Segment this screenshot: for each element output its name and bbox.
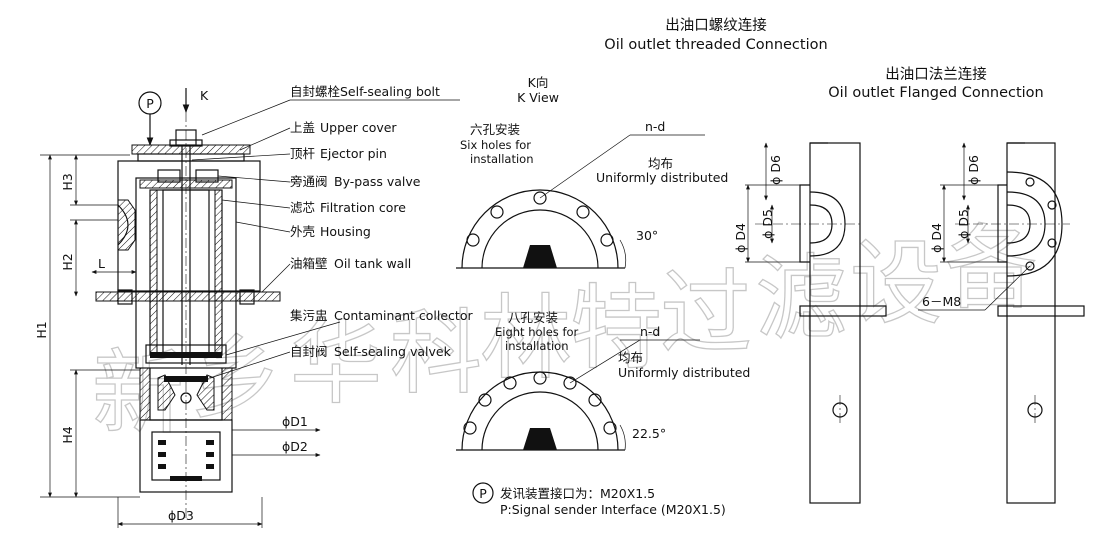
dim-d2: ϕD2 (282, 439, 308, 454)
callout-en: By-pass valve (334, 174, 421, 189)
callout-en: Oil tank wall (334, 256, 411, 271)
filter-section-view: P K H1 H3 H2 H4 L ϕD1 ϕD2 (34, 88, 321, 528)
callout-en: Filtration core (320, 200, 406, 215)
six-holes-angle: 30° (636, 228, 658, 243)
flanged-dim-d6: ϕ D6 (966, 155, 981, 185)
callout-cn: 上盖 (290, 120, 315, 135)
k-arrow-label: K (200, 88, 209, 103)
callout-en: Upper cover (320, 120, 397, 135)
signal-note-symbol: P (479, 486, 487, 501)
callout-cn: 旁通阀 (290, 174, 328, 189)
flanged-dim-m8: 6－M8 (922, 294, 961, 309)
signal-note-en: P:Signal sender Interface (M20X1.5) (500, 502, 726, 517)
threaded-dim-d6: ϕ D6 (768, 155, 783, 185)
component-callouts: 自封螺栓 Self-sealing bolt 上盖 Upper cover 顶杆… (191, 84, 473, 379)
eight-holes-cn: 八孔安装 (508, 310, 558, 325)
eight-holes-uni-cn: 均布 (618, 350, 643, 365)
spring-coils (158, 440, 214, 481)
dimensions: H1 H3 H2 H4 L ϕD1 ϕD2 ϕD3 (34, 154, 321, 528)
threaded-connection-view: 出油口螺纹连接 Oil outlet threaded Connection ϕ… (604, 17, 887, 504)
threaded-title-cn: 出油口螺纹连接 (665, 17, 767, 34)
callout-cn: 外壳 (290, 224, 315, 239)
dim-h2: H2 (60, 253, 75, 270)
flanged-dim-d4: ϕ D4 (929, 223, 944, 253)
signal-note-cn: 发讯装置接口为：M20X1.5 (500, 486, 655, 501)
eight-holes-angle: 22.5° (632, 426, 666, 441)
signal-port-letter: P (146, 96, 154, 111)
eight-holes-en1: Eight holes for (495, 325, 579, 339)
callout-en: Self-sealing bolt (340, 84, 440, 99)
dim-d3: ϕD3 (168, 508, 194, 523)
threaded-dim-d5: ϕ D5 (760, 209, 775, 239)
six-holes-en1: Six holes for (460, 138, 531, 152)
eight-holes-uni-en: Uniformly distributed (618, 365, 750, 380)
six-holes-nd: n-d (645, 119, 665, 134)
callout-cn: 自封阀 (290, 344, 328, 359)
callout-en: Ejector pin (320, 146, 387, 161)
watermark-char: 林 (480, 285, 572, 392)
flanged-connection-view: 出油口法兰连接 Oil outlet Flanged Connection ϕ … (828, 66, 1085, 504)
callout-cn: 油箱壁 (290, 256, 328, 271)
watermark-char: 滤 (755, 245, 847, 352)
eight-holes-view: 八孔安装 Eight holes for installation n-d 均布… (456, 310, 750, 451)
flanged-title-cn: 出油口法兰连接 (885, 66, 987, 83)
callout-en: Contaminant collector (334, 308, 473, 323)
watermark-char: 华 (290, 310, 382, 417)
watermark-char: 特 (570, 275, 662, 382)
k-view: K向 K View 六孔安装 Six holes for installatio… (456, 75, 750, 517)
callout-cn: 滤芯 (290, 200, 315, 215)
six-holes-en2: installation (470, 152, 534, 166)
dim-h1: H1 (34, 321, 49, 338)
dim-l: L (98, 256, 105, 271)
dim-h4: H4 (60, 426, 75, 443)
callout-en: Self-sealing valvek (334, 344, 452, 359)
flanged-title-en: Oil outlet Flanged Connection (828, 85, 1044, 101)
watermark-char: 过 (660, 260, 752, 367)
callout-cn: 自封螺栓 (290, 84, 341, 99)
six-holes-view: 六孔安装 Six holes for installation n-d 均布 U… (456, 119, 728, 269)
k-view-cn: K向 (528, 75, 549, 90)
flanged-dim-d5: ϕ D5 (956, 209, 971, 239)
six-holes-uni-en: Uniformly distributed (596, 170, 728, 185)
callout-cn: 集污盅 (290, 308, 328, 323)
callout-cn: 顶杆 (290, 146, 316, 161)
callout-en: Housing (320, 224, 371, 239)
threaded-dim-d4: ϕ D4 (733, 223, 748, 253)
k-view-en: K View (517, 90, 559, 105)
eight-holes-nd: n-d (640, 324, 660, 339)
signal-interface-note: P 发讯装置接口为：M20X1.5 P:Signal sender Interf… (472, 482, 726, 517)
six-holes-cn: 六孔安装 (470, 122, 520, 137)
watermark-char: 科 (390, 300, 482, 407)
eight-holes-en2: installation (505, 339, 569, 353)
six-holes-uni-cn: 均布 (648, 156, 673, 171)
threaded-title-en: Oil outlet threaded Connection (604, 37, 827, 53)
dim-h3: H3 (60, 173, 75, 190)
watermark-char: 设 (850, 230, 942, 337)
dim-d1: ϕD1 (282, 414, 308, 429)
